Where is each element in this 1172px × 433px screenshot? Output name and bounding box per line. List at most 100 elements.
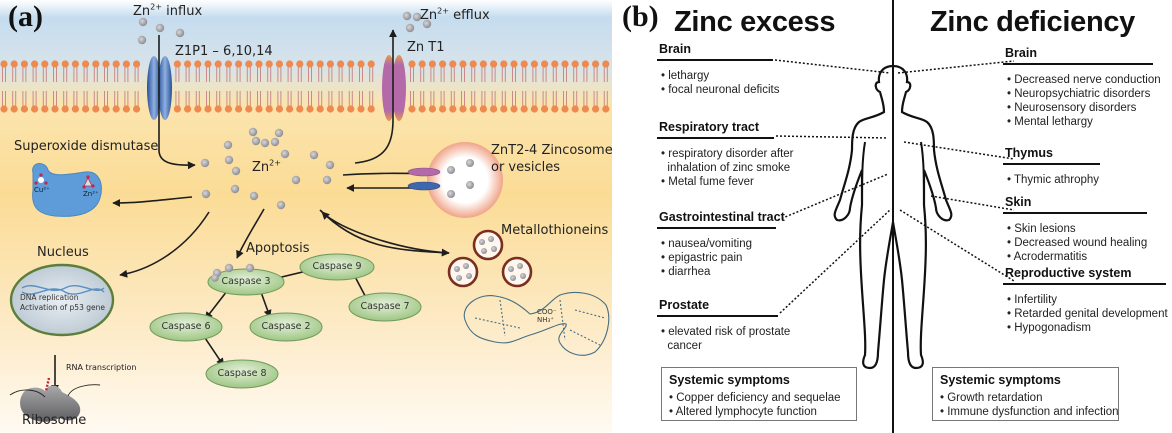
- zinc-ion: [231, 166, 241, 176]
- lipid-head: [112, 105, 120, 113]
- deficiency-section-title: Skin: [1005, 195, 1032, 209]
- lipid-head: [255, 105, 263, 113]
- zinc-ion: [138, 17, 148, 27]
- lipid-head: [449, 105, 457, 113]
- lipid-head: [51, 60, 59, 68]
- lipid-head: [520, 105, 528, 113]
- lipid-head: [306, 105, 314, 113]
- excess-list-item: • Metal fume fever: [661, 176, 754, 188]
- lipid-head: [265, 60, 273, 68]
- connector-def-skin: [930, 195, 1015, 211]
- caspase-9-node: [299, 253, 375, 281]
- deficiency-list-item: • Skin lesions: [1007, 223, 1076, 235]
- deficiency-list-item: • Infertility: [1007, 294, 1058, 306]
- deficiency-section-title: Brain: [1005, 46, 1037, 60]
- zinc-ion: [200, 158, 210, 168]
- lipid-head: [490, 105, 498, 113]
- lipid-head: [530, 105, 539, 113]
- caspase-7-label: Caspase 7: [360, 301, 410, 312]
- excess-section-prostate: Prostate• elevated risk of prostate canc…: [657, 298, 790, 352]
- lipid-head: [571, 60, 579, 68]
- lipid-head: [326, 105, 334, 113]
- lipid-head: [102, 105, 110, 113]
- lipid-head: [500, 60, 508, 68]
- zincosome-vesicle-icon: [407, 142, 503, 218]
- lipid-head: [561, 60, 569, 68]
- lipid-head: [449, 60, 457, 68]
- lipid-head: [530, 60, 539, 68]
- lipid-head: [602, 60, 610, 68]
- lipid-head: [581, 60, 590, 68]
- zinc-ion: [249, 191, 259, 201]
- lipid-head: [20, 60, 28, 68]
- lipid-head: [122, 60, 130, 68]
- left-arm-inner-icon: [861, 141, 866, 206]
- deficiency-section-reproductive-system: Reproductive system• Infertility• Retard…: [1003, 266, 1168, 334]
- deficiency-systemic-box: Systemic symptoms • Growth retardation •…: [932, 367, 1119, 421]
- lipid-head: [357, 105, 365, 113]
- lipid-head: [224, 60, 232, 68]
- excess-section-title: Prostate: [659, 298, 710, 312]
- lipid-head: [296, 105, 304, 113]
- zinc-ion: [325, 160, 335, 170]
- lipid-head: [184, 60, 192, 68]
- lipid-head: [102, 60, 110, 68]
- lipid-head: [235, 105, 243, 113]
- lipid-head: [592, 60, 600, 68]
- lipid-head: [92, 60, 100, 68]
- zinc-ions: [137, 11, 432, 210]
- lipid-head: [337, 60, 345, 68]
- lipid-head: [214, 60, 222, 68]
- mt-cooh-label: COO⁻: [537, 308, 557, 316]
- excess-systemic-list: • Copper deficiency and sequelae • Alter…: [669, 391, 841, 419]
- lipid-head: [479, 105, 487, 113]
- lipid-head: [133, 105, 141, 113]
- caspase-8-node: [205, 359, 279, 389]
- lipid-head: [51, 105, 59, 113]
- lipid-head: [541, 60, 549, 68]
- excess-systemic-item: • Copper deficiency and sequelae: [669, 392, 841, 404]
- lipid-head: [357, 60, 365, 68]
- excess-section-title: Respiratory tract: [659, 120, 760, 134]
- lipid-head: [459, 105, 467, 113]
- panel-b-zinc-symptoms: (b) Zinc excess Zinc deficiency Brain• l…: [612, 0, 1172, 433]
- excess-systemic-box: Systemic symptoms • Copper deficiency an…: [661, 367, 857, 421]
- lipid-head: [194, 105, 202, 113]
- zinc-ion: [402, 11, 412, 21]
- lipid-head: [367, 60, 375, 68]
- deficiency-list-item: • Retarded genital development: [1007, 308, 1168, 320]
- panel-a-zinc-homeostasis: (a) Zn2+ influx Z1P1 – 6,10,14 Zn2+ effl…: [0, 0, 619, 433]
- lipid-head: [30, 105, 39, 113]
- lipid-head: [347, 60, 355, 68]
- caspase-2-label: Caspase 2: [261, 321, 311, 332]
- lipid-head: [561, 105, 569, 113]
- excess-list-item: • focal neuronal deficits: [661, 84, 780, 96]
- lipid-head: [520, 60, 528, 68]
- connector-excess-respiratory: [775, 135, 889, 139]
- excess-list-item: • elevated risk of prostate: [661, 326, 791, 338]
- sod-zn-label: Zn²⁺: [83, 190, 99, 198]
- excess-list-item: • diarrhea: [661, 266, 711, 278]
- caspase-3-label: Caspase 3: [221, 276, 271, 287]
- zinc-ion: [422, 19, 432, 29]
- zinc-ion: [274, 128, 284, 138]
- human-body-outline-icon: [833, 64, 953, 370]
- connector-def-reproductive: [899, 209, 1015, 282]
- deficiency-section-brain: Brain• Decreased nerve conduction• Neuro…: [1003, 46, 1161, 128]
- lipid-head: [286, 105, 294, 113]
- lipid-head: [10, 60, 18, 68]
- deficiency-systemic-list: • Growth retardation • Immune dysfunctio…: [940, 391, 1119, 419]
- lipid-head: [551, 105, 559, 113]
- zinc-ion: [175, 28, 185, 38]
- deficiency-list-item: • Decreased nerve conduction: [1007, 74, 1161, 86]
- lipid-head: [133, 60, 141, 68]
- edge-caspase-3-to-caspase-2: [259, 290, 272, 319]
- panel-a-background: [0, 0, 612, 433]
- deficiency-section-list: • Infertility • Retarded genital developm…: [1007, 293, 1168, 335]
- caspase-9-label: Caspase 9: [312, 261, 362, 272]
- zip-transporter-label: Z1P1 – 6,10,14: [175, 44, 273, 59]
- lipid-head: [173, 60, 181, 68]
- lipid-head: [275, 105, 283, 113]
- lipid-head: [41, 60, 49, 68]
- lipid-head: [71, 60, 79, 68]
